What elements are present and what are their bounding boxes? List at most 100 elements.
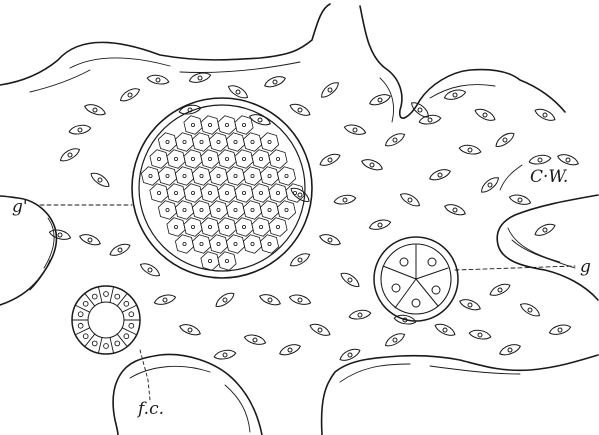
follicle-nucleus [92,294,97,299]
cell-nucleus [242,225,245,228]
gland-cell [175,133,193,152]
gland-cell [252,218,270,237]
fibroblast [153,293,176,307]
gland-cell [277,167,295,186]
cell-nucleus [191,157,194,160]
fibroblast [243,333,266,347]
fibroblast [488,281,511,298]
cell-nucleus [234,174,237,177]
follicle-cell-wall [110,287,114,303]
cell-nucleus [217,174,220,177]
follicle-fc [72,286,140,354]
follicle-nucleus [104,344,109,349]
cell-nucleus [183,242,186,245]
fibroblast [508,193,531,207]
fibroblast [343,123,366,137]
fibroblast [479,174,501,194]
fibroblast [213,349,236,361]
cell-nucleus [208,259,211,262]
gland-cell [184,116,202,135]
cell-nucleus [217,242,220,245]
fibroblast [258,292,281,307]
fibroblast [428,167,451,182]
gland-cell [158,133,176,152]
cell-nucleus [285,174,288,177]
gland-cell [209,235,227,254]
cell-nucleus [268,174,271,177]
gland-cell [218,116,236,135]
cell-nucleus [259,157,262,160]
cell-nucleus [234,208,237,211]
cell-nucleus [183,140,186,143]
fibroblast [278,342,301,357]
gland-cell [209,133,227,152]
gland-cell [167,184,185,203]
fibroblast [68,124,91,136]
gland-cell [260,201,278,220]
gland-cell [175,167,193,186]
cell-nucleus [208,225,211,228]
gland-cell [243,133,261,152]
leader-g [455,266,575,270]
fibroblast [139,261,162,279]
cell-nucleus [225,191,228,194]
follicle-cell-wall [117,334,127,347]
cell-nucleus [242,191,245,194]
cell-nucleus [157,157,160,160]
cell-nucleus [191,123,194,126]
fibroblast [348,309,371,321]
fibroblast [360,157,383,172]
follicle-cell-wall [98,338,102,354]
cell-nucleus [217,140,220,143]
follicle-cell-wall [85,334,95,347]
cell-nucleus [268,140,271,143]
cell-nucleus [174,157,177,160]
fibroblast [318,232,341,247]
fibroblast [459,144,482,156]
gland-cell [175,201,193,220]
cell-nucleus [200,140,203,143]
gland-cell [235,116,253,135]
fibroblast [533,221,556,238]
cell-nucleus [208,123,211,126]
cell-nucleus [208,157,211,160]
gland-cell [269,184,287,203]
follicle-nucleus [83,334,88,339]
gland-cell [226,235,244,254]
gland-cell [192,133,210,152]
gland-cell [150,150,168,169]
fibroblast [556,152,579,167]
cell-nucleus [166,174,169,177]
fibroblast [333,194,356,206]
fibroblast [409,99,431,119]
cell-nucleus [276,225,279,228]
gland-cell [158,201,176,220]
cell-nucleus [149,174,152,177]
cell-nucleus [251,174,254,177]
gland-cell [277,201,295,220]
fibroblast [89,170,112,189]
large-gland [132,98,312,278]
cell-nucleus [191,191,194,194]
fibroblast [213,290,236,309]
cell-nucleus [234,140,237,143]
follicle-cell-wall [117,293,127,306]
follicle-nucleus [129,312,134,317]
gland-cell [226,167,244,186]
gland-cell [184,218,202,237]
gland-cell [218,184,236,203]
cell-nucleus [200,242,203,245]
cell-nucleus [242,123,245,126]
gland-cell [218,150,236,169]
gland-cell [184,184,202,203]
cell-nucleus [217,208,220,211]
cell-nucleus [251,140,254,143]
fibroblast [493,130,516,149]
cell-nucleus [268,208,271,211]
fibroblast [458,297,481,312]
cell-nucleus [200,208,203,211]
cell-nucleus [166,208,169,211]
fibroblast [368,218,391,232]
